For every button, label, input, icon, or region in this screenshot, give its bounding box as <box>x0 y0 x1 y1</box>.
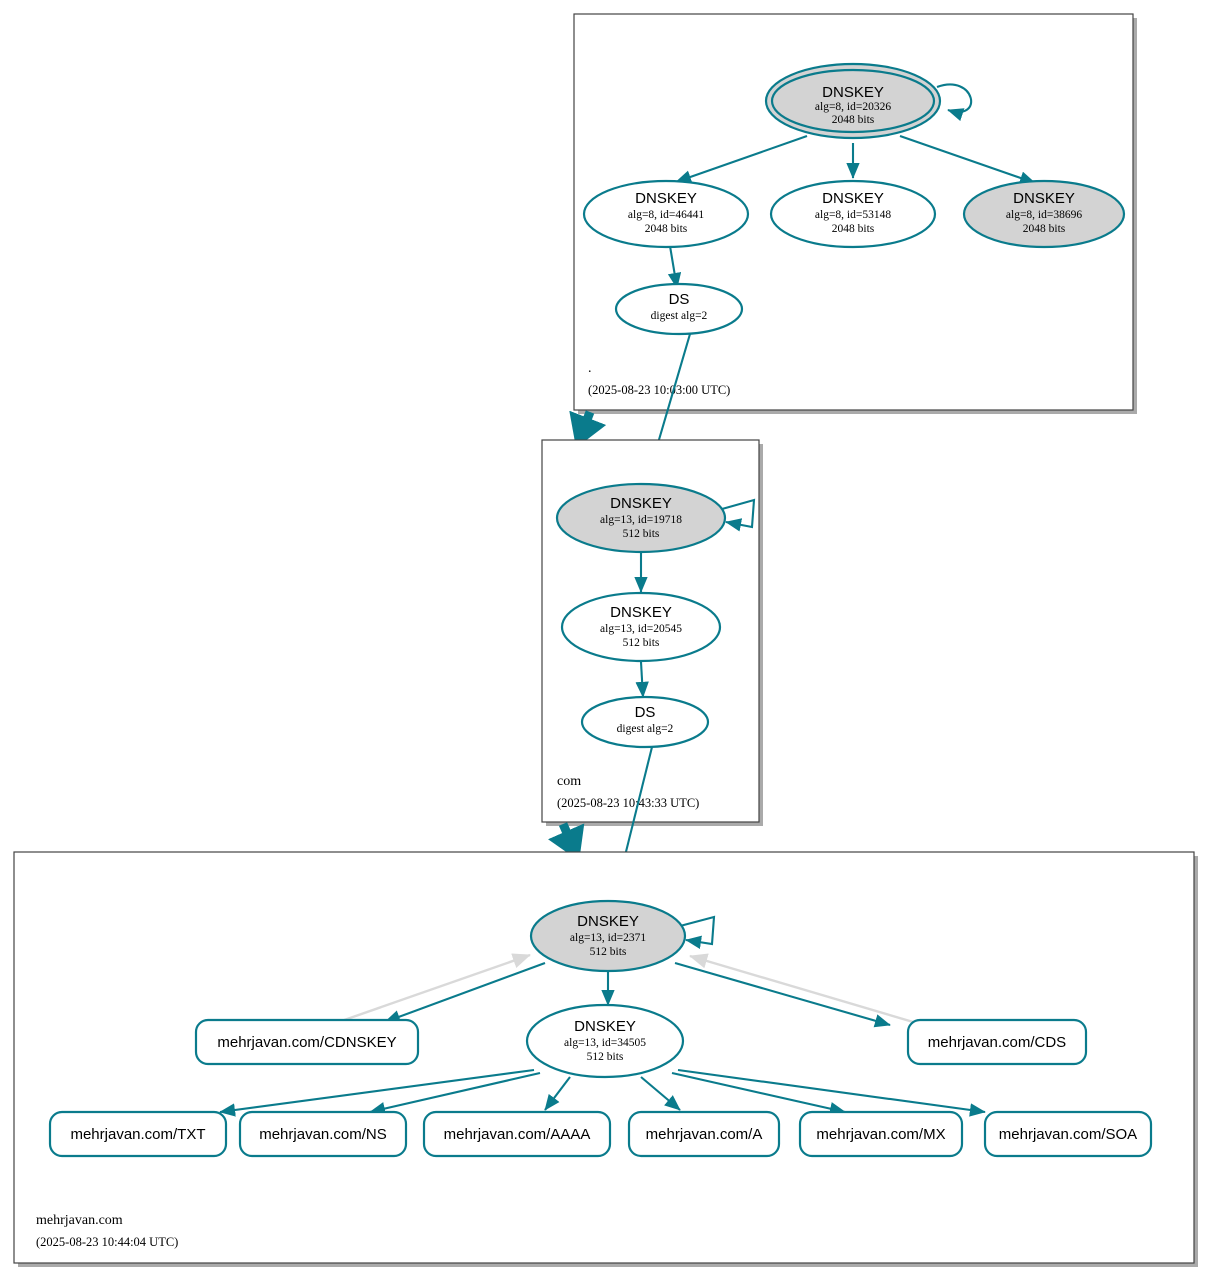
node-root-dnskey-38696[interactable]: DNSKEY alg=8, id=38696 2048 bits <box>962 179 1126 249</box>
node-mehrjavan-zsk-ellipse <box>525 1003 685 1079</box>
node-root-dnskey-46441[interactable]: DNSKEY alg=8, id=46441 2048 bits <box>582 179 750 249</box>
node-com-zsk-title: DNSKEY <box>610 604 672 621</box>
zone-cluster-root: DNSKEY alg=8, id=20326 2048 bits DNSKEY … <box>573 13 1137 414</box>
node-root-53148-alg: alg=8, id=53148 <box>815 209 891 221</box>
node-mehrjavan-ksk-bits: 512 bits <box>590 946 627 958</box>
edge-zsk-to-a <box>640 1076 681 1111</box>
rrset-ns-box <box>238 1110 408 1158</box>
zone-mehrjavan-name: mehrjavan.com <box>36 1213 123 1228</box>
rrset-cds-box <box>906 1018 1088 1066</box>
node-root-46441-title: DNSKEY <box>635 190 697 207</box>
node-com-zsk-alg: alg=13, id=20545 <box>600 623 682 635</box>
node-mehrjavan-zsk-title: DNSKEY <box>574 1018 636 1035</box>
node-root-53148-bits: 2048 bits <box>832 223 875 235</box>
node-mehrjavan-ksk-title: DNSKEY <box>577 913 639 930</box>
node-root-ksk-20326[interactable]: DNSKEY alg=8, id=20326 2048 bits <box>764 62 942 140</box>
rrset-mx-box <box>798 1110 964 1158</box>
node-root-dnskey-53148[interactable]: DNSKEY alg=8, id=53148 2048 bits <box>769 179 937 249</box>
node-com-zsk-bits: 512 bits <box>623 637 660 649</box>
edge-zsk-to-txt <box>219 1068 535 1117</box>
edge-zsk-to-mx <box>671 1071 846 1116</box>
node-com-dnskey-20545[interactable]: DNSKEY alg=13, id=20545 512 bits <box>560 591 722 663</box>
delegation-arrow-root-to-com <box>569 410 607 449</box>
node-root-ds[interactable]: DS digest alg=2 <box>614 282 744 336</box>
edge-com-ksk-self-sign <box>721 498 756 532</box>
edge-ksk-to-cds <box>674 961 891 1028</box>
rrset-cdnskey-label: mehrjavan.com/CDNSKEY <box>217 1034 396 1051</box>
rrset-cds-label: mehrjavan.com/CDS <box>928 1034 1066 1051</box>
rrset-a[interactable]: mehrjavan.com/A <box>627 1110 781 1158</box>
rrset-ns[interactable]: mehrjavan.com/NS <box>238 1110 408 1158</box>
rrset-soa[interactable]: mehrjavan.com/SOA <box>983 1110 1153 1158</box>
edge-root-ksk-self-sign <box>936 83 973 122</box>
rrset-mx-label: mehrjavan.com/MX <box>816 1126 945 1143</box>
edge-zsk-to-soa <box>677 1068 986 1117</box>
rrset-aaaa-box <box>422 1110 612 1158</box>
node-com-ds-title: DS <box>635 704 656 721</box>
edge-root-46441-to-ds <box>667 245 682 289</box>
node-root-38696-title: DNSKEY <box>1013 190 1075 207</box>
rrset-txt-label: mehrjavan.com/TXT <box>70 1126 205 1143</box>
node-mehrjavan-ksk-ellipse <box>529 899 687 973</box>
node-com-dnskey-19718[interactable]: DNSKEY alg=13, id=19718 512 bits <box>555 482 727 554</box>
node-com-ds-ellipse <box>580 695 710 749</box>
edge-cdnskey-to-ksk-grey <box>329 953 531 1027</box>
edge-mehrjavan-ksk-self-sign <box>679 915 716 949</box>
node-mehrjavan-ksk-alg: alg=13, id=2371 <box>570 932 646 944</box>
node-com-ksk-ellipse <box>555 482 727 554</box>
node-root-ds-digest: digest alg=2 <box>651 310 708 322</box>
node-root-53148-title: DNSKEY <box>822 190 884 207</box>
node-mehrjavan-dnskey-34505[interactable]: DNSKEY alg=13, id=34505 512 bits <box>525 1003 685 1079</box>
rrset-aaaa-label: mehrjavan.com/AAAA <box>444 1126 591 1143</box>
edge-root-ksk-to-38696 <box>899 135 1036 185</box>
node-root-53148-ellipse <box>769 179 937 249</box>
edge-root-ksk-to-46441 <box>675 135 808 184</box>
rrset-soa-box <box>983 1110 1153 1158</box>
zone-root-name: . <box>588 361 592 376</box>
zone-com-name: com <box>557 774 581 789</box>
rrset-a-box <box>627 1110 781 1158</box>
node-mehrjavan-dnskey-2371[interactable]: DNSKEY alg=13, id=2371 512 bits <box>529 899 687 973</box>
rrset-cdnskey[interactable]: mehrjavan.com/CDNSKEY <box>194 1018 420 1066</box>
node-root-ds-ellipse <box>614 282 744 336</box>
zone-com-timestamp: (2025-08-23 10:43:33 UTC) <box>557 796 699 810</box>
node-com-ds[interactable]: DS digest alg=2 <box>580 695 710 749</box>
rrset-a-label: mehrjavan.com/A <box>646 1126 763 1143</box>
node-root-ksk-alg: alg=8, id=20326 <box>815 101 891 113</box>
node-root-ksk-inner-ellipse <box>770 68 936 134</box>
rrset-mx[interactable]: mehrjavan.com/MX <box>798 1110 964 1158</box>
node-root-38696-ellipse <box>962 179 1126 249</box>
node-com-zsk-ellipse <box>560 591 722 663</box>
node-com-ksk-bits: 512 bits <box>623 528 660 540</box>
zone-cluster-mehrjavan: DNSKEY alg=13, id=2371 512 bits DNSKEY a… <box>13 851 1198 1267</box>
node-root-46441-alg: alg=8, id=46441 <box>628 209 704 221</box>
edge-zsk-to-ns <box>369 1071 541 1116</box>
node-root-38696-bits: 2048 bits <box>1023 223 1066 235</box>
edge-ksk-to-cdnskey <box>384 962 546 1024</box>
rrset-txt-box <box>48 1110 228 1158</box>
rrset-ns-label: mehrjavan.com/NS <box>259 1126 387 1143</box>
rrset-soa-label: mehrjavan.com/SOA <box>999 1126 1137 1143</box>
rrset-cds[interactable]: mehrjavan.com/CDS <box>906 1018 1088 1066</box>
node-root-46441-bits: 2048 bits <box>645 223 688 235</box>
node-root-38696-alg: alg=8, id=38696 <box>1006 209 1082 221</box>
node-root-ds-title: DS <box>669 291 690 308</box>
node-com-ksk-alg: alg=13, id=19718 <box>600 514 682 526</box>
rrset-aaaa[interactable]: mehrjavan.com/AAAA <box>422 1110 612 1158</box>
edge-zsk-to-aaaa <box>544 1076 571 1111</box>
node-com-ds-digest: digest alg=2 <box>617 723 674 735</box>
rrset-txt[interactable]: mehrjavan.com/TXT <box>48 1110 228 1158</box>
node-mehrjavan-zsk-alg: alg=13, id=34505 <box>564 1037 646 1049</box>
node-root-ksk-title: DNSKEY <box>822 84 884 101</box>
zone-cluster-com: DNSKEY alg=13, id=19718 512 bits DNSKEY … <box>541 439 763 826</box>
node-mehrjavan-zsk-bits: 512 bits <box>587 1051 624 1063</box>
node-root-46441-ellipse <box>582 179 750 249</box>
zone-mehrjavan-timestamp: (2025-08-23 10:44:04 UTC) <box>36 1235 178 1249</box>
node-root-ksk-bits: 2048 bits <box>832 114 875 126</box>
node-com-ksk-title: DNSKEY <box>610 495 672 512</box>
edge-com-zsk-to-ds <box>635 661 649 698</box>
rrset-cdnskey-box <box>194 1018 420 1066</box>
zone-root-timestamp: (2025-08-23 10:03:00 UTC) <box>588 383 730 397</box>
delegation-arrow-com-to-mehrjavan <box>548 822 585 861</box>
